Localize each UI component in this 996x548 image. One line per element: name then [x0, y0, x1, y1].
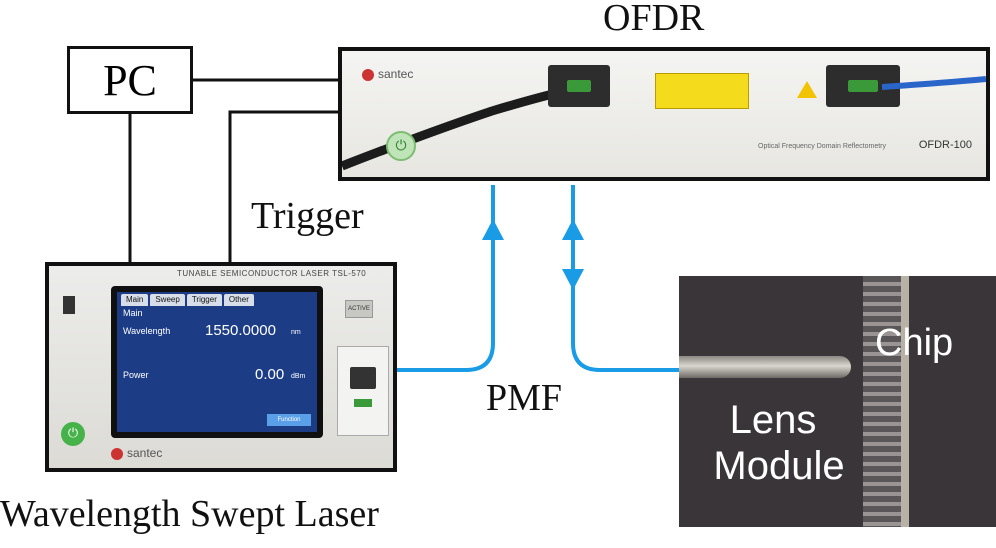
- ofdr-label: OFDR: [603, 0, 705, 39]
- lens-module-fiber: [679, 356, 851, 378]
- ofdr-instrument: santec ⏻ Optical Frequency Domain Reflec…: [338, 47, 990, 181]
- laser-warning-icon: [797, 81, 817, 98]
- laser-output-port[interactable]: [337, 346, 389, 436]
- section-label: Main: [123, 308, 143, 318]
- arrow-up-laser: [482, 219, 504, 240]
- pc-label: PC: [103, 55, 157, 105]
- arrow-up-lens: [562, 219, 584, 240]
- chip-rail: [901, 276, 909, 527]
- tab-other[interactable]: Other: [223, 294, 254, 306]
- laser-caption: Wavelength Swept Laser: [0, 493, 379, 535]
- module-label: Module: [713, 444, 845, 488]
- tab-main[interactable]: Main: [121, 294, 149, 306]
- santec-logo-icon: [362, 68, 374, 81]
- laser-power-button[interactable]: ⏻: [61, 422, 85, 446]
- pmf-fiber-laser: [395, 185, 495, 372]
- laser-instrument: TUNABLE SEMICONDUCTOR LASER TSL-570 Main…: [45, 262, 397, 472]
- pmf-label: PMF: [486, 377, 563, 419]
- pmf-fiber-lens: [571, 185, 680, 372]
- ofdr-port-left[interactable]: [548, 65, 610, 107]
- lens-label: Lens: [729, 398, 817, 442]
- wavelength-label: Wavelength: [123, 326, 171, 336]
- screen-tabs: Main Sweep Trigger Other: [121, 294, 254, 306]
- wavelength-value: 1550.0000: [205, 322, 276, 339]
- usb-port-icon: [63, 296, 75, 314]
- wavelength-unit: nm: [291, 329, 301, 336]
- trigger-cable: [228, 110, 340, 264]
- ofdr-description: Optical Frequency Domain Reflectometry: [758, 143, 886, 150]
- tab-trigger[interactable]: Trigger: [186, 294, 222, 306]
- fiber-cable-right-icon: [882, 76, 986, 90]
- chip-photo: Chip Lens Module: [679, 276, 996, 527]
- laser-screen: Main Sweep Trigger Other Main Wavelength…: [111, 286, 323, 438]
- power-unit: dBm: [291, 373, 306, 380]
- ofdr-brand: santec: [362, 67, 413, 81]
- chip-label: Chip: [875, 322, 954, 364]
- santec-logo-icon: [111, 447, 123, 460]
- fiber-cable-icon: [342, 88, 559, 171]
- screen-function-button[interactable]: Function: [267, 414, 311, 426]
- pc-box: PC: [67, 46, 193, 114]
- ofdr-model: OFDR-100: [918, 139, 972, 151]
- lcd-display: Main Sweep Trigger Other Main Wavelength…: [117, 292, 317, 432]
- power-value: 0.00: [255, 366, 285, 383]
- warning-sticker: [655, 73, 749, 109]
- chip-die: [863, 276, 903, 527]
- laser-brand: santec: [111, 446, 162, 460]
- laser-title: TUNABLE SEMICONDUCTOR LASER TSL-570: [177, 269, 367, 278]
- active-button[interactable]: ACTIVE: [345, 300, 373, 318]
- ofdr-power-button[interactable]: ⏻: [386, 131, 416, 161]
- arrow-down-lens: [562, 269, 584, 290]
- tab-sweep[interactable]: Sweep: [150, 294, 185, 306]
- trigger-label: Trigger: [251, 195, 364, 237]
- power-label: Power: [123, 370, 149, 380]
